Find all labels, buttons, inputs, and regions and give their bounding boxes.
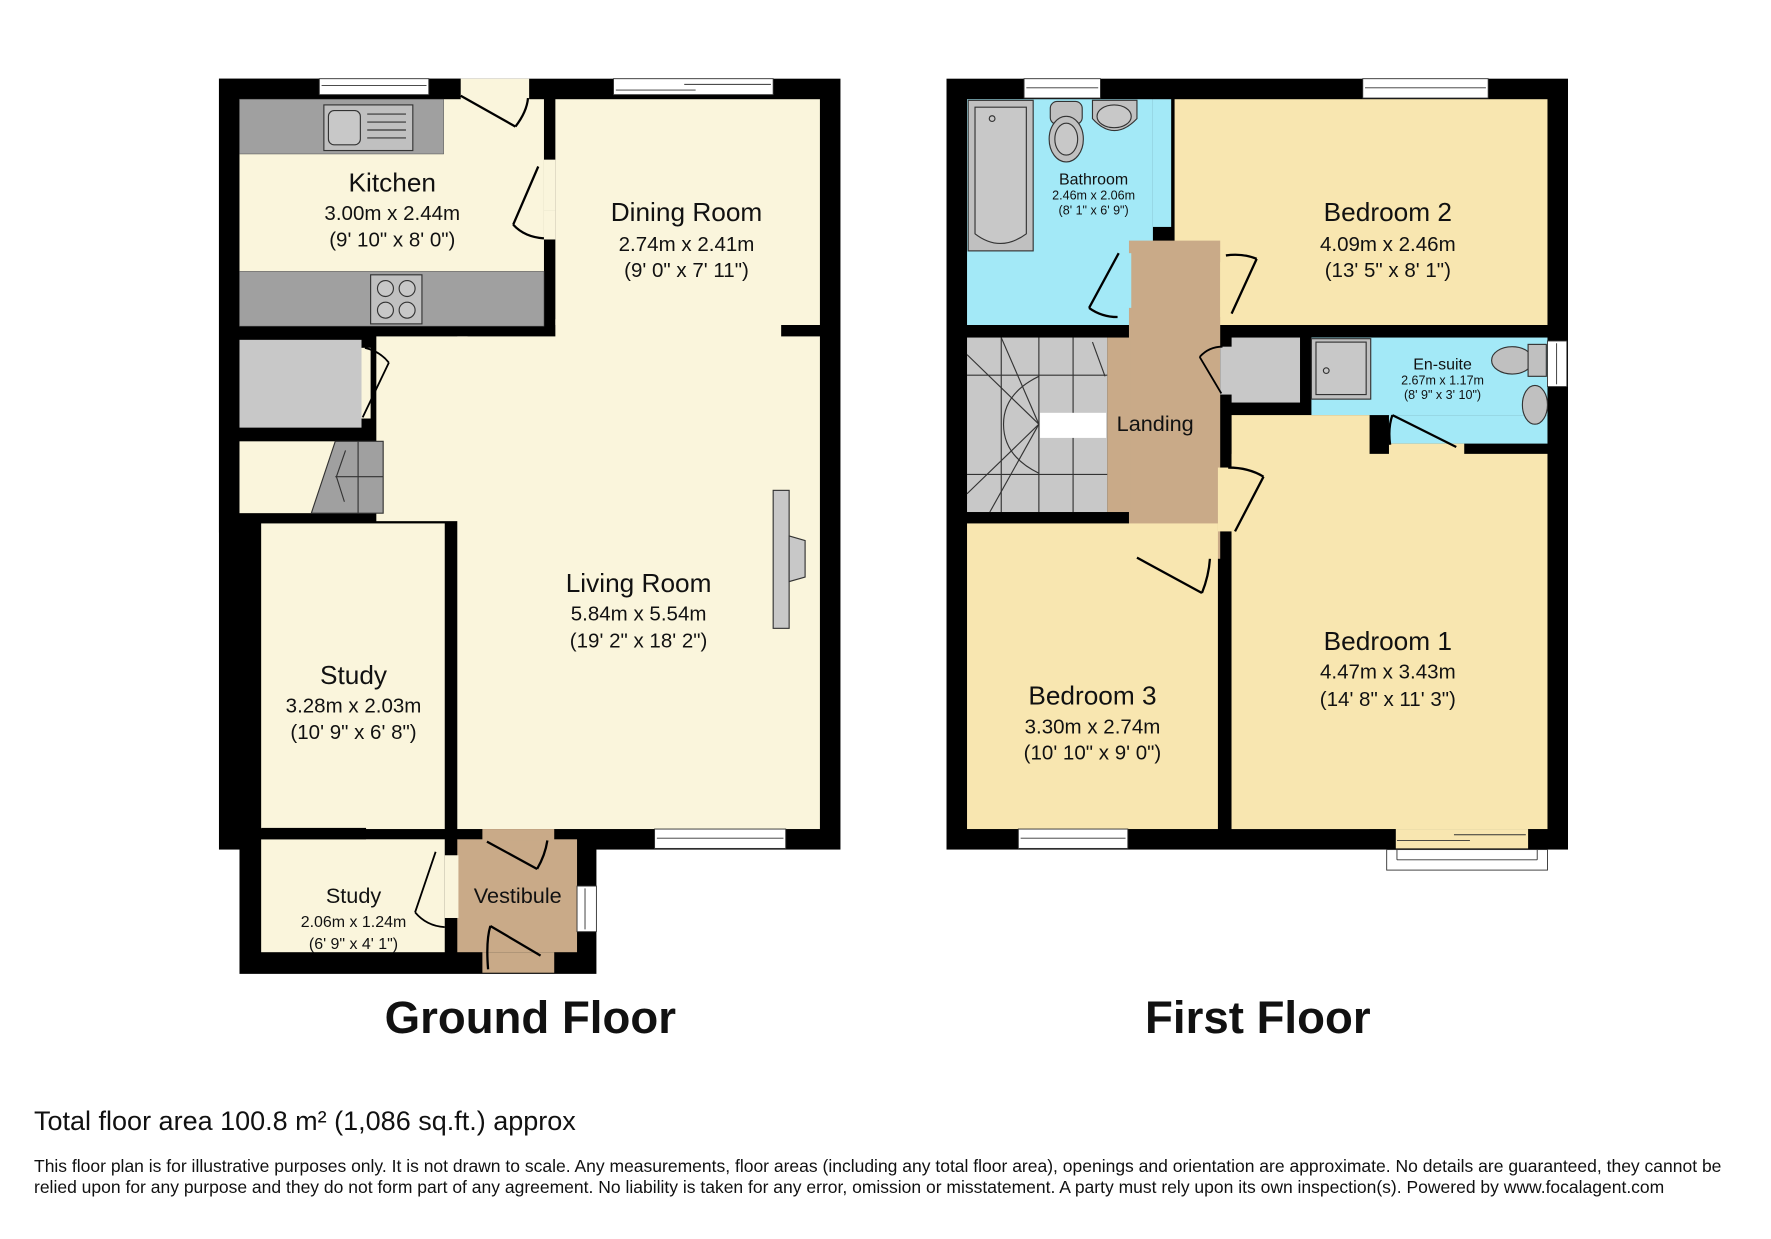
door-kitchen-dining — [512, 166, 545, 240]
dining-imperial: (9' 0" x 7' 11") — [624, 259, 749, 282]
ground-floor-title: Ground Floor — [385, 992, 677, 1043]
fireplace-icon — [772, 489, 806, 629]
dining-metric: 2.74m x 2.41m — [619, 233, 755, 256]
front-door — [486, 924, 542, 970]
toilet-icon — [1048, 100, 1084, 163]
bedroom3-imperial: (10' 10" x 9' 0") — [1024, 741, 1162, 764]
dining-label: Dining Room — [611, 197, 763, 227]
vestibule-label: Vestibule — [474, 883, 562, 908]
ensuite-label: En-suite — [1413, 356, 1472, 373]
sink-icon — [323, 104, 414, 152]
landing-cupboard — [1231, 337, 1301, 403]
bathroom-imperial: (8' 1" x 6' 9") — [1059, 203, 1129, 217]
shower-icon — [1310, 338, 1372, 400]
bedroom3-floor — [967, 523, 1218, 830]
kitchen-label: Kitchen — [349, 168, 436, 198]
bedroom2-imperial: (13' 5" x 8' 1") — [1325, 259, 1451, 282]
living-floor — [457, 336, 820, 830]
bedroom2-floor — [1174, 99, 1548, 326]
study-small-label: Study — [326, 883, 382, 908]
first-floor-title: First Floor — [1145, 992, 1371, 1043]
door-bedroom3 — [1136, 556, 1212, 594]
total-floor-area: Total floor area 100.8 m² (1,086 sq.ft.)… — [34, 1106, 576, 1136]
dining-floor — [555, 99, 820, 326]
door-study — [414, 851, 445, 929]
study-small-floor — [261, 839, 445, 953]
landing-label: Landing — [1117, 411, 1194, 436]
cupboard-door — [361, 346, 390, 418]
window-bedroom2 — [1362, 78, 1489, 99]
ensuite-basin-icon — [1521, 384, 1549, 425]
window-ensuite — [1547, 340, 1568, 388]
window-living — [654, 828, 787, 849]
bedroom2-label: Bedroom 2 — [1324, 197, 1452, 227]
study-imperial: (10' 9" x 6' 8") — [290, 721, 416, 744]
ensuite-toilet-icon — [1491, 343, 1547, 377]
basin-icon — [1091, 99, 1138, 132]
disclaimer: This floor plan is for illustrative purp… — [34, 1156, 1722, 1197]
bathroom-metric: 2.46m x 2.06m — [1052, 189, 1135, 203]
bedroom3-metric: 3.30m x 2.74m — [1025, 715, 1161, 738]
bedroom1-imperial: (14' 8" x 11' 3") — [1320, 688, 1456, 711]
study-small-imperial: (6' 9" x 4' 1") — [309, 936, 398, 953]
ensuite-imperial: (8' 9" x 3' 10") — [1404, 388, 1481, 402]
stairs-icon — [310, 440, 384, 514]
living-label: Living Room — [566, 568, 712, 598]
study-metric: 3.28m x 2.03m — [286, 695, 422, 718]
bedroom1-label: Bedroom 1 — [1324, 626, 1452, 656]
door-ensuite — [1388, 414, 1457, 449]
kitchen-metric: 3.00m x 2.44m — [324, 202, 460, 225]
door-bedroom2 — [1225, 253, 1258, 315]
bath-icon — [967, 99, 1034, 252]
ground-floor-plan: Kitchen 3.00m x 2.44m (9' 10" x 8' 0") D… — [218, 78, 841, 1043]
study-label: Study — [320, 660, 388, 690]
stairs-icon — [966, 337, 1108, 513]
bathroom-label: Bathroom — [1059, 172, 1128, 189]
window-kitchen — [318, 78, 430, 96]
study-small-metric: 2.06m x 1.24m — [301, 914, 407, 931]
ensuite-metric: 2.67m x 1.17m — [1401, 373, 1484, 387]
living-imperial: (19' 2" x 18' 2") — [570, 630, 708, 653]
bedroom2-metric: 4.09m x 2.46m — [1320, 233, 1456, 256]
landing-floor — [1128, 240, 1221, 559]
understairs-cupboard — [239, 339, 362, 428]
window-bathroom — [1023, 78, 1101, 99]
hob-icon — [370, 274, 423, 325]
study-floor — [261, 523, 445, 830]
bedroom3-label: Bedroom 3 — [1028, 681, 1156, 711]
living-metric: 5.84m x 5.54m — [571, 602, 707, 625]
door-bedroom1 — [1228, 466, 1265, 532]
window-bedroom1-bay — [1386, 829, 1548, 871]
window-vestibule — [576, 885, 597, 933]
back-door — [460, 94, 530, 128]
window-dining — [613, 78, 774, 96]
window-bedroom3 — [1017, 828, 1129, 849]
bedroom1-metric: 4.47m x 3.43m — [1320, 661, 1456, 684]
door-vestibule-living — [486, 840, 549, 870]
first-floor-plan: Bathroom 2.46m x 2.06m (8' 1" x 6' 9") B… — [946, 78, 1569, 1043]
kitchen-imperial: (9' 10" x 8' 0") — [329, 228, 455, 251]
door-cupboard — [1198, 345, 1223, 394]
door-bathroom — [1088, 252, 1120, 319]
